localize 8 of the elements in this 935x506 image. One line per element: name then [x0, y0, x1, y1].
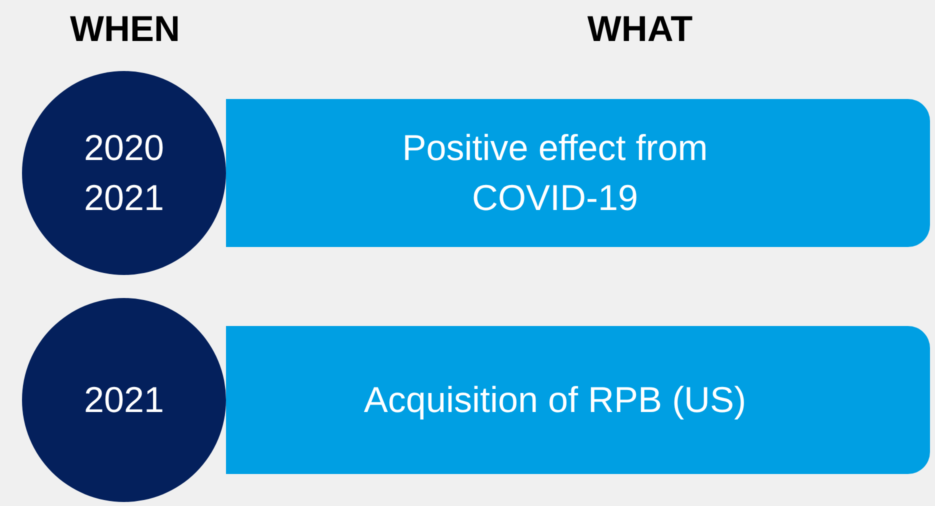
column-heading: WHAT — [586, 7, 694, 51]
column-heading: WHEN — [69, 7, 181, 51]
event-text: Positive effect from COVID-19 — [401, 126, 709, 220]
event-bar — [226, 326, 930, 474]
event-text: Acquisition of RPB (US) — [364, 378, 746, 422]
year-text: 2020 2021 — [82, 126, 166, 220]
event-bar — [226, 99, 930, 247]
year-text: 2021 — [84, 378, 164, 422]
